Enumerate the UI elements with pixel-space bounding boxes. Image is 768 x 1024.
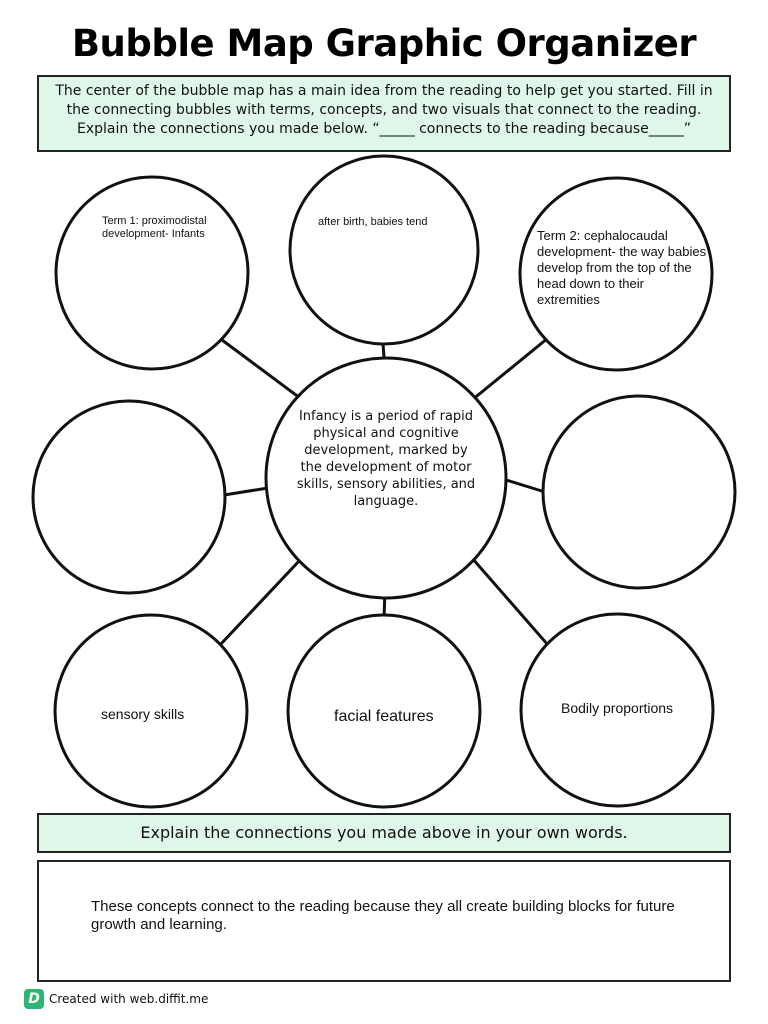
bubble-top-right	[518, 176, 714, 372]
connector-middle-right	[505, 478, 546, 494]
bubble-bottom-left	[53, 613, 249, 809]
bubble-map	[31, 154, 737, 809]
bubble-center	[264, 356, 508, 600]
bubble-bottom-center-text: facial features	[334, 708, 434, 725]
bubble-top-center-text: after birth, babies tend	[318, 216, 428, 228]
bubble-bottom-center	[286, 613, 482, 809]
bubble-bottom-right	[519, 612, 715, 808]
bubble-center-text: Infancy is a period of rapid physical an…	[296, 409, 476, 509]
page-title: Bubble Map Graphic Organizer	[71, 22, 697, 65]
bubble-top-center	[288, 154, 480, 346]
bubble-middle-left	[31, 399, 227, 595]
bubble-top-left	[54, 175, 250, 371]
bubble-bottom-right-text: Bodily proportions	[561, 700, 674, 716]
answer-text: These concepts connect to the reading be…	[91, 898, 675, 933]
bubble-top-left-text: Term 1: proximodistal development- Infan…	[102, 215, 207, 240]
explain-header: Explain the connections you made above i…	[37, 813, 731, 853]
diffit-logo-icon: D	[24, 989, 44, 1009]
connector-bottom-left	[218, 558, 302, 647]
bubble-bottom-left-text: sensory skills	[101, 706, 185, 722]
answer-box[interactable]: These concepts connect to the reading be…	[37, 860, 731, 982]
footer: D Created with web.diffit.me	[24, 988, 208, 1010]
footer-text: Created with web.diffit.me	[49, 992, 209, 1006]
bubble-middle-right	[541, 394, 737, 590]
connector-middle-left	[223, 486, 269, 497]
connector-bottom-right	[470, 557, 550, 646]
connector-top-left	[221, 338, 301, 400]
bubble-top-right-text: Term 2: cephalocaudal development- the w…	[537, 228, 707, 307]
instructions-box: The center of the bubble map has a main …	[37, 75, 731, 152]
connector-top-right	[471, 336, 549, 402]
